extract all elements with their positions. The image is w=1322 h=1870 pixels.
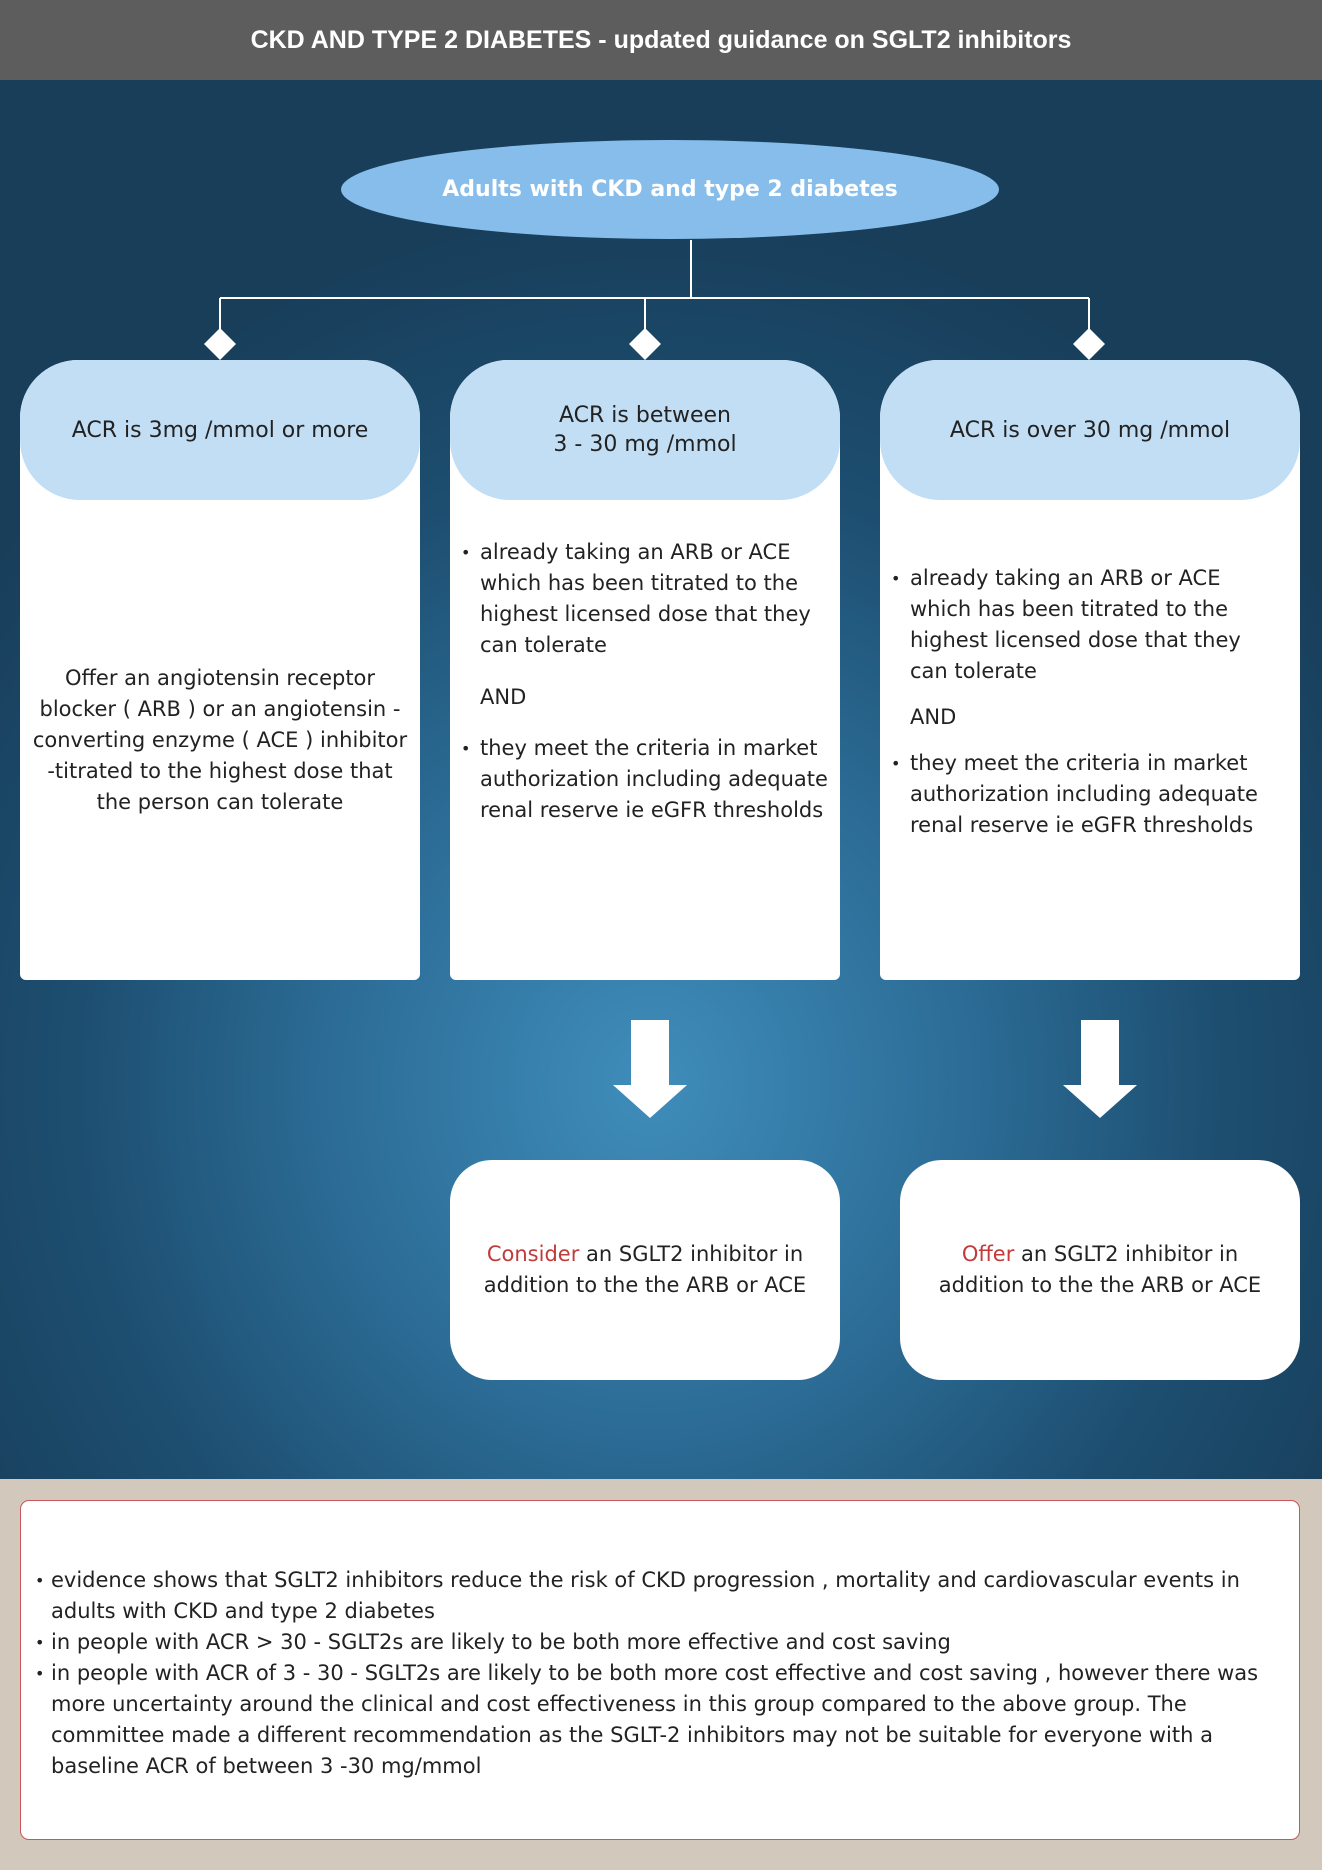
result-keyword: Offer xyxy=(961,1242,1015,1266)
criteria-item: they meet the criteria in market authori… xyxy=(450,733,832,826)
evidence-note: evidence shows that SGLT2 inhibitors red… xyxy=(29,1565,1283,1627)
result-consider-box: Consider an SGLT2 inhibitor in addition … xyxy=(450,1160,840,1380)
evidence-notes-box: evidence shows that SGLT2 inhibitors red… xyxy=(20,1500,1300,1840)
criteria-list: they meet the criteria in market authori… xyxy=(450,733,832,826)
column-acr-3-or-more: ACR is 3mg /mmol or more Offer an angiot… xyxy=(20,360,420,980)
page-header: CKD AND TYPE 2 DIABETES - updated guidan… xyxy=(0,0,1322,80)
column-body: already taking an ARB or ACE which has b… xyxy=(450,500,840,980)
and-label: AND xyxy=(910,705,957,729)
criteria-item: already taking an ARB or ACE which has b… xyxy=(450,537,832,661)
result-text: Consider an SGLT2 inhibitor in addition … xyxy=(480,1239,810,1301)
criteria-item: they meet the criteria in market authori… xyxy=(880,748,1280,841)
criteria-item: already taking an ARB or ACE which has b… xyxy=(880,563,1280,687)
column-heading-text: ACR is over 30 mg /mmol xyxy=(949,417,1231,443)
column-heading: ACR is over 30 mg /mmol xyxy=(880,360,1300,500)
result-text: Offer an SGLT2 inhibitor in addition to … xyxy=(935,1239,1265,1301)
column-body: Offer an angiotensin receptor blocker ( … xyxy=(20,500,420,980)
evidence-note: in people with ACR > 30 - SGLT2s are lik… xyxy=(29,1627,1283,1658)
column-acr-over-30: ACR is over 30 mg /mmol already taking a… xyxy=(880,360,1300,980)
page-title: CKD AND TYPE 2 DIABETES - updated guidan… xyxy=(250,26,1072,54)
column-heading-line: ACR is between xyxy=(558,403,731,428)
column-heading-line: 3 - 30 mg /mmol xyxy=(553,432,737,457)
evidence-notes-list: evidence shows that SGLT2 inhibitors red… xyxy=(29,1565,1283,1782)
root-node-label: Adults with CKD and type 2 diabetes xyxy=(442,177,898,202)
root-node: Adults with CKD and type 2 diabetes xyxy=(341,140,999,239)
column-body: already taking an ARB or ACE which has b… xyxy=(880,500,1300,980)
result-detail: an SGLT2 inhibitor in addition to the th… xyxy=(938,1242,1262,1297)
criteria-list: already taking an ARB or ACE which has b… xyxy=(880,563,1280,687)
result-offer-box: Offer an SGLT2 inhibitor in addition to … xyxy=(900,1160,1300,1380)
down-arrow-icon xyxy=(1063,1020,1137,1118)
column-heading: ACR is 3mg /mmol or more xyxy=(20,360,420,500)
column-body-text: Offer an angiotensin receptor blocker ( … xyxy=(32,665,408,814)
diamond-icon xyxy=(629,328,661,360)
down-arrow-icon xyxy=(613,1020,687,1118)
column-heading: ACR is between 3 - 30 mg /mmol xyxy=(450,360,840,500)
result-detail: an SGLT2 inhibitor in addition to the th… xyxy=(483,1242,807,1297)
criteria-list: already taking an ARB or ACE which has b… xyxy=(450,537,832,661)
evidence-note: in people with ACR of 3 - 30 - SGLT2s ar… xyxy=(29,1658,1283,1782)
diamond-icon xyxy=(204,328,236,360)
result-keyword: Consider xyxy=(486,1242,580,1266)
diamond-icon xyxy=(1073,328,1105,360)
and-label: AND xyxy=(480,685,527,709)
criteria-list: they meet the criteria in market authori… xyxy=(880,748,1280,841)
column-heading-text: ACR is 3mg /mmol or more xyxy=(71,417,369,443)
column-acr-3-to-30: ACR is between 3 - 30 mg /mmol already t… xyxy=(450,360,840,980)
